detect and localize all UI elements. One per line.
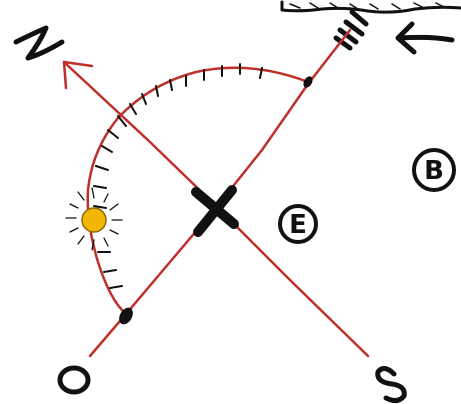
sun-icon xyxy=(66,188,122,250)
x-mark-icon xyxy=(196,190,234,232)
east-circled-label: E xyxy=(280,206,316,242)
b-circled-label: B xyxy=(414,150,454,190)
west-label xyxy=(60,368,88,392)
east-circled-text: E xyxy=(289,210,307,240)
south-label xyxy=(378,368,404,400)
arrow-left-icon xyxy=(398,24,452,52)
north-label xyxy=(16,28,62,58)
b-circled-text: B xyxy=(424,156,444,186)
cloud-icon xyxy=(282,2,461,12)
